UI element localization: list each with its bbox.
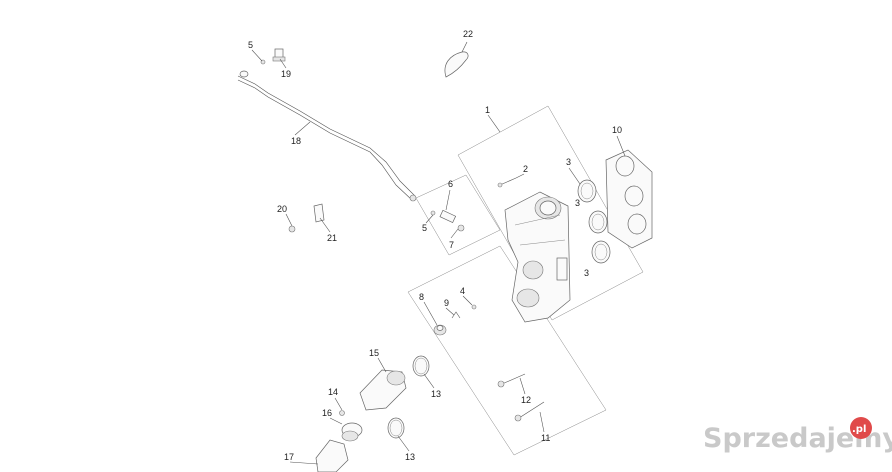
callout-17: 17	[284, 452, 294, 462]
callout-1: 1	[485, 105, 490, 115]
callout-3a: 3	[566, 157, 571, 167]
watermark: Sprzedajemy .pl	[703, 417, 892, 454]
callout-14: 14	[328, 387, 338, 397]
sensor-assembly	[430, 209, 465, 232]
bracket-20-21	[288, 203, 325, 233]
gasket-plate	[605, 149, 653, 249]
watermark-badge	[850, 417, 872, 439]
callout-labels: 1 2 3 3 3 4 5 5 6 7 8 9 10 11 12 13 13 1…	[248, 29, 622, 462]
callout-5a: 5	[248, 40, 253, 50]
callout-20: 20	[277, 204, 287, 214]
callout-11: 11	[541, 433, 550, 443]
callout-13b: 13	[405, 452, 415, 462]
callout-9: 9	[444, 298, 449, 308]
oring-22	[444, 51, 469, 78]
callout-15: 15	[369, 348, 379, 358]
callout-8: 8	[419, 292, 424, 302]
watermark-badge-text: .pl	[852, 424, 866, 435]
callout-21: 21	[327, 233, 337, 243]
fittings-5-19	[260, 48, 286, 65]
callout-12: 12	[521, 395, 531, 405]
bolt-part-2	[497, 177, 517, 188]
orings-13	[387, 355, 430, 439]
hose-connectors	[315, 369, 407, 472]
leader-lines	[251, 41, 626, 465]
callout-22: 22	[463, 29, 473, 39]
small-parts-4-8-9	[433, 304, 477, 336]
callout-18: 18	[291, 136, 301, 146]
bolts-11-12	[497, 373, 545, 422]
callout-5b: 5	[422, 223, 427, 233]
callout-3b: 3	[575, 198, 580, 208]
coolant-pipe	[237, 70, 417, 202]
thermostat-housing	[504, 191, 571, 323]
callout-2: 2	[523, 164, 528, 174]
gasket-rings	[577, 179, 611, 264]
callout-4: 4	[460, 286, 465, 296]
callout-6: 6	[448, 179, 453, 189]
callout-19: 19	[281, 69, 291, 79]
callout-3c: 3	[584, 268, 589, 278]
callout-13a: 13	[431, 389, 441, 399]
callout-10: 10	[612, 125, 622, 135]
callout-7: 7	[449, 240, 454, 250]
callout-16: 16	[322, 408, 332, 418]
